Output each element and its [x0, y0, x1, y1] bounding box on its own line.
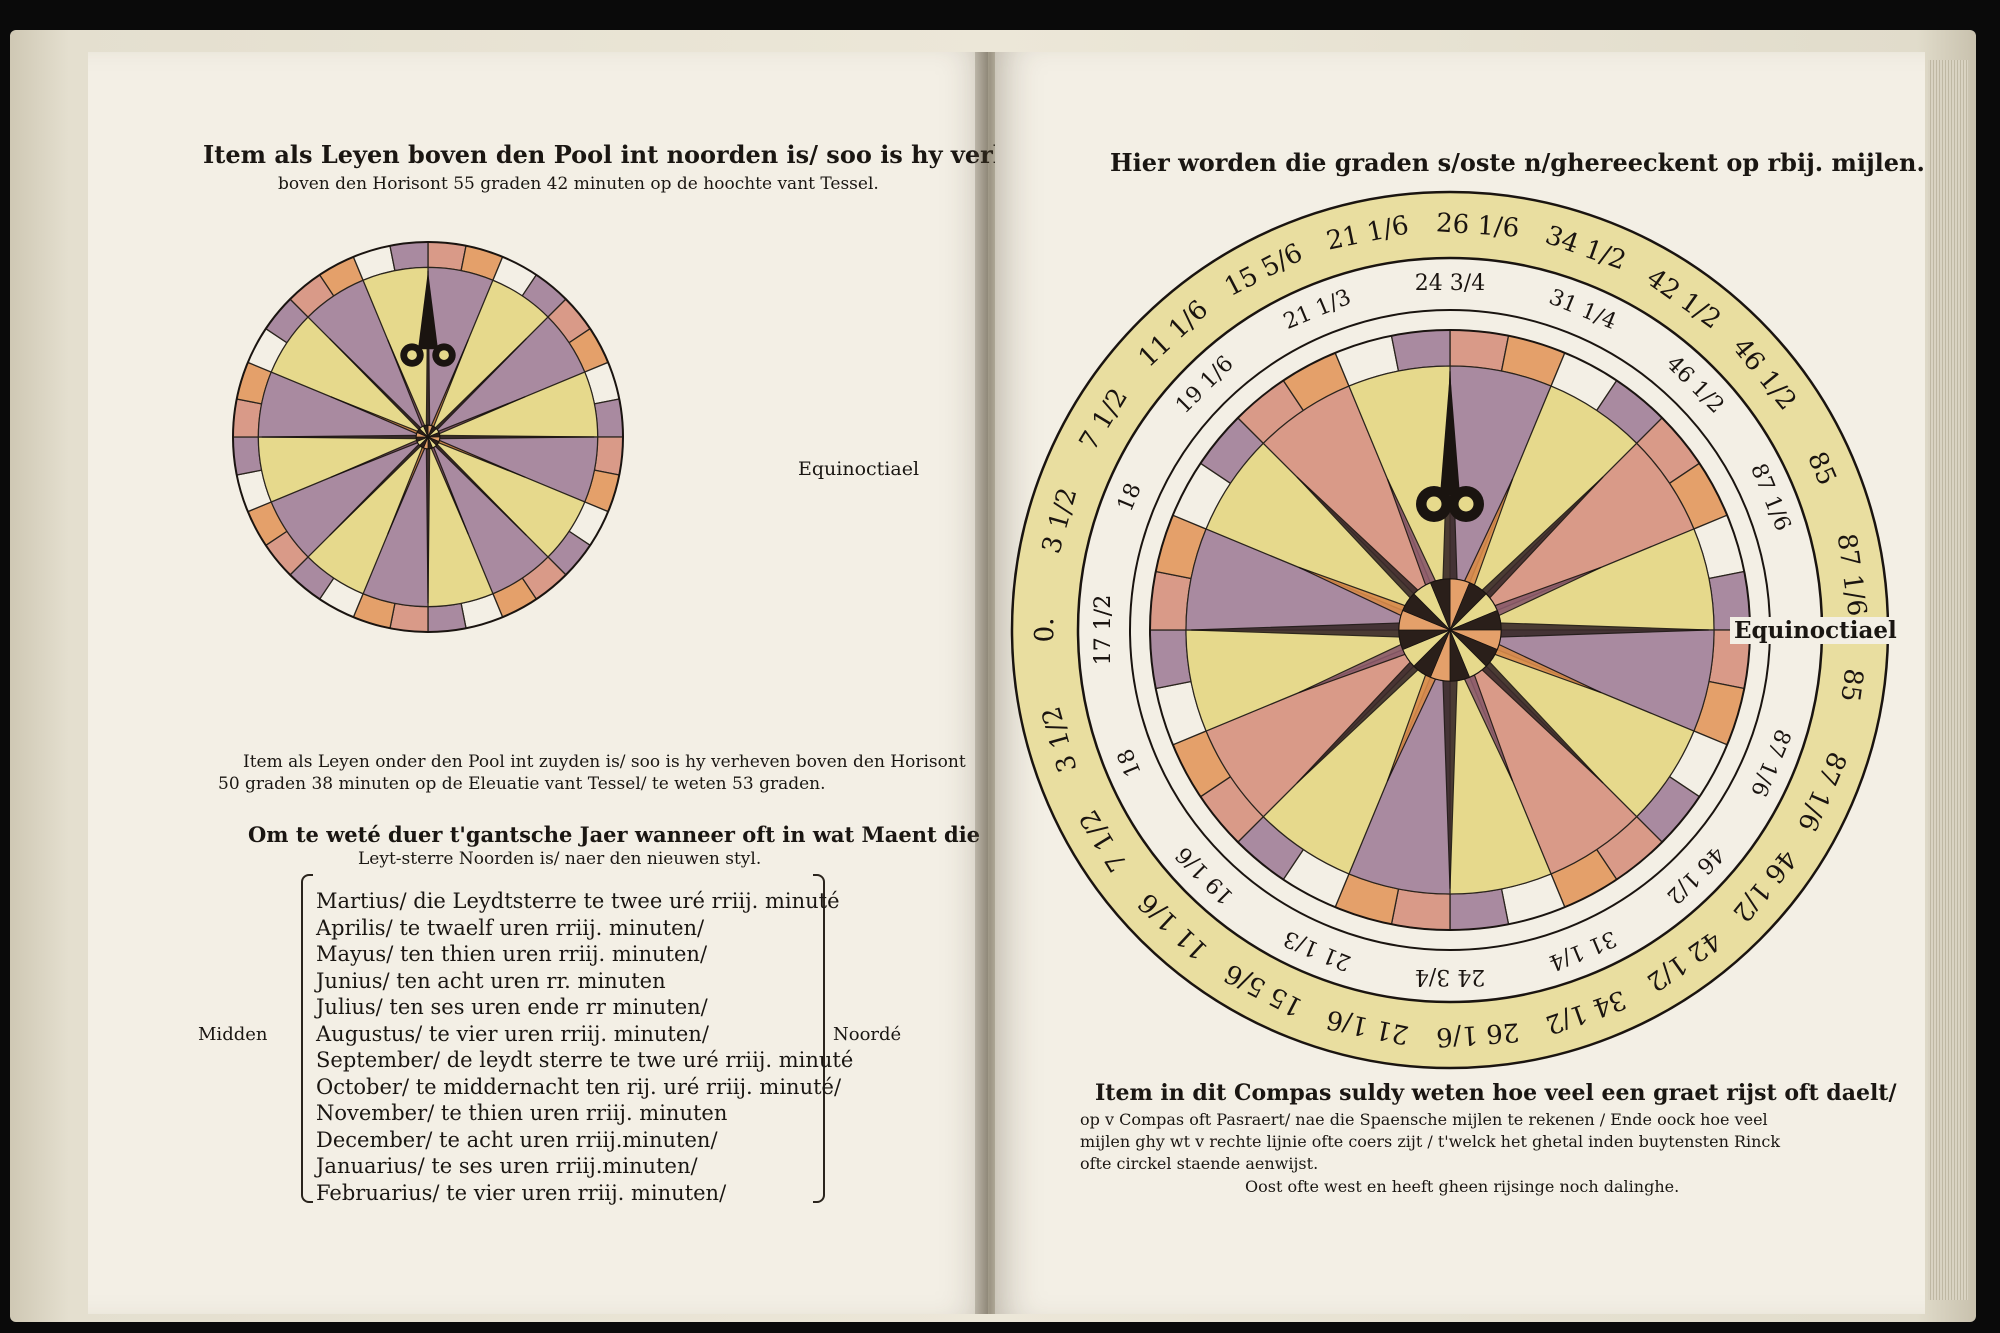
right-paragraph-line-1: Item in dit Compas suldy weten hoe veel … [1095, 1080, 1897, 1106]
month-entry: Junius/ ten acht uren rr. minuten [316, 968, 666, 993]
left-heading-line-2: boven den Horisont 55 graden 42 minuten … [278, 174, 879, 194]
fleur-de-lis-blade [1440, 371, 1460, 495]
compass-ring-segment [427, 241, 467, 272]
fleur-de-lis-icon [1416, 371, 1484, 522]
month-entry: September/ de leydt sterre te twe uré rr… [316, 1048, 854, 1072]
month-entry: November/ te thien uren rriij. minuten [316, 1101, 728, 1125]
compass-ring-segment [1390, 329, 1451, 372]
compass-hub-wedge [1429, 578, 1451, 631]
degree-label: 26 1/6 [1435, 208, 1520, 244]
compass-ring-segment [1149, 570, 1192, 631]
right-paragraph-line-5: Oost ofte west en heeft gheen rijsinge n… [1245, 1177, 1680, 1196]
right-equinoctial-label: Equinoctiael [1730, 617, 1901, 644]
left-page: Item als Leyen boven den Pool int noorde… [88, 52, 1072, 1314]
degree-label: 24 3/4 [1415, 271, 1485, 296]
compass-ring-segment [1390, 888, 1451, 931]
fleur-de-lis-blade [418, 270, 438, 350]
compass-ring-segment [389, 241, 429, 272]
compass-ring-segment [1449, 329, 1510, 372]
right-paragraph-line-2: op v Compas oft Pasraert/ nae die Spaens… [1080, 1110, 1768, 1129]
compass-ring-segment [593, 436, 624, 476]
midden-label: Midden [198, 1024, 268, 1045]
month-entry: Januarius/ te ses uren rriij.minuten/ [316, 1154, 698, 1178]
compass-ring-segment [1449, 888, 1510, 931]
compass-ring-segment [427, 602, 467, 633]
noorde-label: Noordé [833, 1024, 902, 1045]
compass-ring-segment [232, 436, 263, 476]
left-equinoctial-label: Equinoctiael [798, 458, 920, 480]
degree-label: 0. [1030, 618, 1060, 643]
left-brace [301, 874, 313, 1203]
fleur-de-lis-petal-eye-right [1458, 496, 1474, 512]
degree-label: 24 3/4 [1415, 964, 1485, 989]
month-entry: Julius/ ten ses uren ende rr minuten/ [316, 995, 708, 1019]
degree-label: 17 1/2 [1091, 595, 1116, 665]
right-paragraph-line-3: mijlen ghy wt v rechte lijnie ofte coers… [1080, 1132, 1781, 1151]
fleur-de-lis-petal-eye-left [1426, 496, 1442, 512]
left-heading-line-1: Item als Leyen boven den Pool int noorde… [203, 140, 1073, 169]
degree-label: 17 1/2 [1091, 595, 1116, 665]
degree-label: 0. [1030, 618, 1060, 643]
compass-ring-segment [593, 398, 624, 438]
degree-label: 85 [1834, 667, 1868, 704]
month-list: Martius/ die Leydtsterre te twee uré rri… [316, 888, 853, 1206]
degree-label: 26 1/6 [1435, 1016, 1520, 1052]
compass-ring-segment [389, 602, 429, 633]
fleur-de-lis-icon [400, 270, 456, 367]
open-book: Item als Leyen boven den Pool int noorde… [10, 30, 1976, 1322]
right-brace [813, 874, 825, 1203]
right-page: Hier worden die graden s/oste n/ghereeck… [995, 52, 1925, 1314]
month-entry: Februarius/ te vier uren rriij. minuten/ [316, 1180, 727, 1205]
month-entry: Mayus/ ten thien uren rriij. minuten/ [316, 942, 708, 966]
month-entry: October/ te middernacht ten rij. uré rri… [316, 1074, 842, 1099]
month-entry: Augustus/ te vier uren rriij. minuten/ [316, 1021, 709, 1046]
month-entry: December/ te acht uren rriij.minuten/ [316, 1127, 718, 1152]
month-entry: Martius/ die Leydtsterre te twee uré rri… [316, 889, 840, 913]
left-paragraph-line-1: Item als Leyen onder den Pool int zuyden… [243, 752, 966, 772]
left-paragraph-line-2: 50 graden 38 minuten op de Eleuatie vant… [218, 774, 826, 794]
left-compass-rose [232, 241, 624, 633]
page-edges [1928, 60, 1968, 1300]
almanac-title-line-2: Leyt-sterre Noorden is/ naer den nieuwen… [358, 849, 762, 869]
compass-ring-segment [232, 398, 263, 438]
fleur-de-lis-petal-eye-left [407, 350, 417, 360]
compass-hub-wedge [423, 424, 429, 438]
month-entry: Aprilis/ te twaelf uren rriij. minuten/ [316, 915, 705, 940]
fleur-de-lis-petal-eye-right [439, 350, 449, 360]
compass-ring-segment [1149, 629, 1192, 690]
right-heading: Hier worden die graden s/oste n/ghereeck… [1110, 148, 1925, 177]
right-paragraph-line-4: ofte circkel staende aenwijst. [1080, 1154, 1319, 1173]
compass-outline [232, 241, 624, 633]
almanac-title-line-1: Om te weté duer t'gantsche Jaer wanneer … [248, 822, 981, 847]
